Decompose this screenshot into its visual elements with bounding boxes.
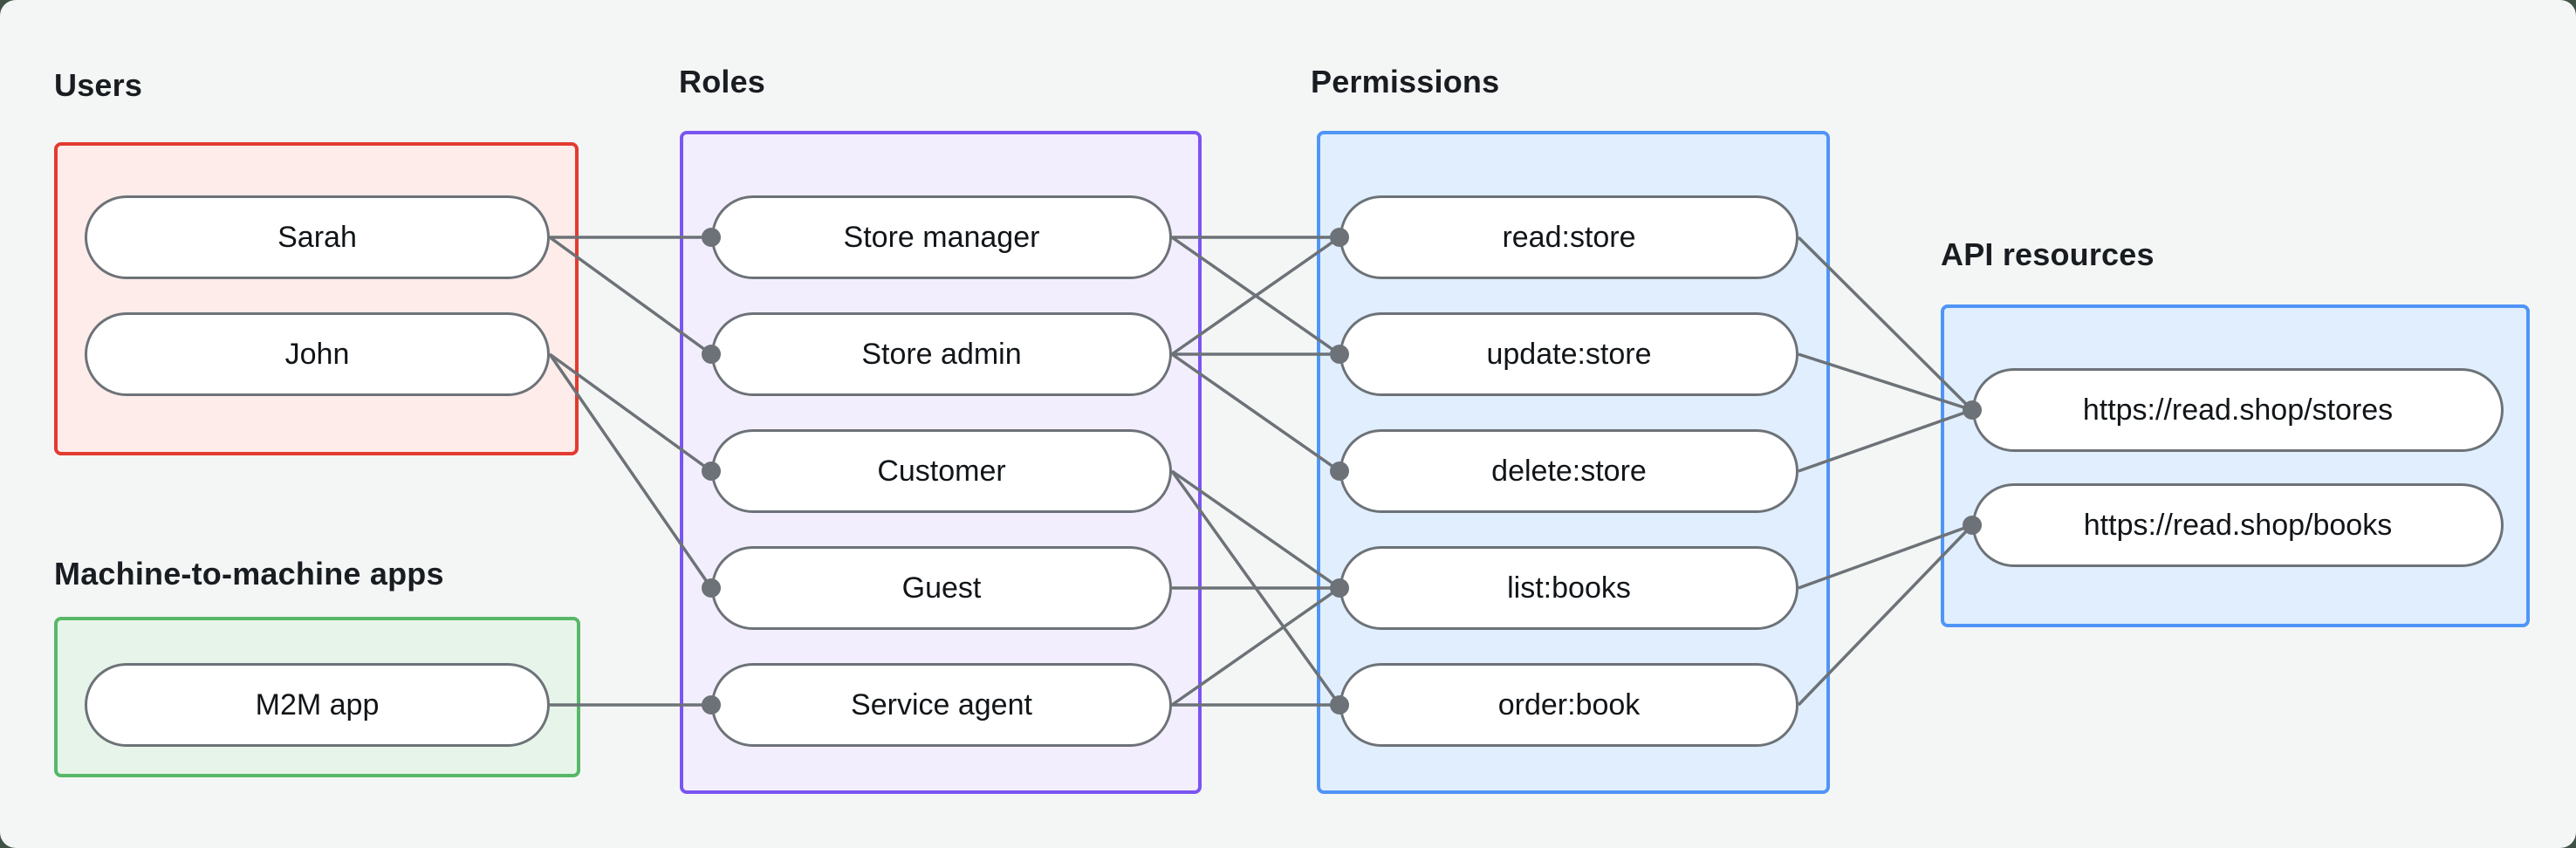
node-role-customer: Customer [711,429,1172,513]
node-api-resource-books: https://read.shop/books [1972,483,2504,567]
node-m2m-app: M2M app [85,663,550,747]
node-user-sarah: Sarah [85,195,550,279]
roles-group-label: Roles [679,64,766,99]
users-group-box: Sarah John [54,142,579,455]
m2m-group-box: M2M app [54,617,580,777]
permissions-group-label: Permissions [1311,64,1500,99]
node-role-service-agent: Service agent [711,663,1172,747]
node-role-store-admin: Store admin [711,312,1172,396]
node-permission-read-store: read:store [1339,195,1798,279]
node-role-guest: Guest [711,546,1172,630]
node-user-john: John [85,312,550,396]
node-permission-order-book: order:book [1339,663,1798,747]
node-role-store-manager: Store manager [711,195,1172,279]
users-group-label: Users [54,67,143,103]
api-resources-group-box: https://read.shop/stores https://read.sh… [1941,304,2530,627]
node-permission-delete-store: delete:store [1339,429,1798,513]
m2m-group-label: Machine-to-machine apps [54,556,444,592]
roles-group-box: Store manager Store admin Customer Guest… [680,131,1202,794]
api-resources-group-label: API resources [1941,236,2155,272]
node-permission-update-store: update:store [1339,312,1798,396]
node-api-resource-stores: https://read.shop/stores [1972,368,2504,452]
permissions-group-box: read:store update:store delete:store lis… [1317,131,1830,794]
node-permission-list-books: list:books [1339,546,1798,630]
